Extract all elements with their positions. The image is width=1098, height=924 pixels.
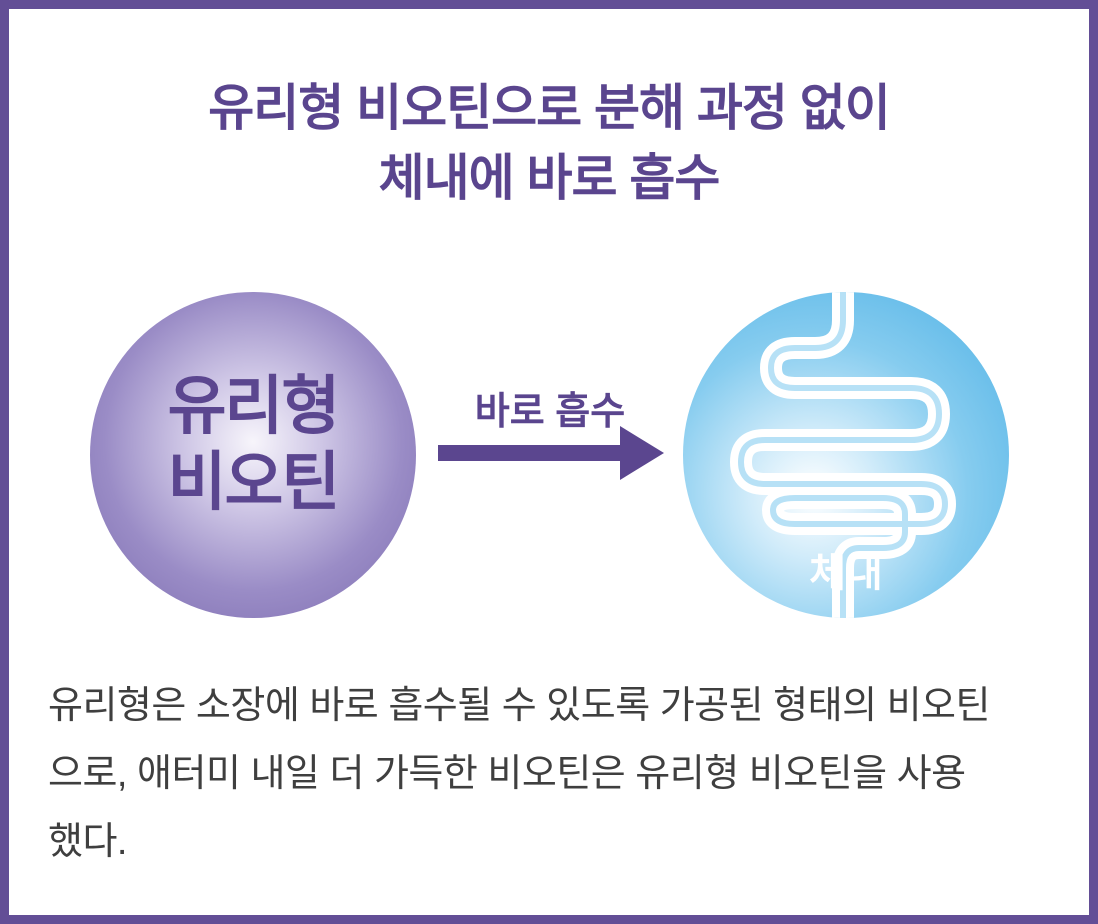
free-biotin-label: 유리형 비오틴: [90, 368, 416, 520]
right-arrow-icon: [438, 426, 664, 480]
intestine-icon: [730, 292, 956, 618]
headline-line-1: 유리형 비오틴으로 분해 과정 없이: [208, 80, 891, 136]
description-line-3: 했다.: [48, 821, 127, 863]
free-biotin-orb: [90, 292, 416, 618]
body-label: 체내: [809, 551, 883, 595]
description-line-2: 으로, 애터미 내일 더 가득한 비오틴은 유리형 비오틴을 사용: [48, 753, 966, 795]
free-biotin-label-line-1: 유리형: [167, 370, 341, 442]
direct-absorption-label: 바로 흡수: [474, 391, 626, 433]
description-text: 유리형은 소장에 바로 흡수될 수 있도록 가공된 형태의 비오틴 으로, 애터…: [48, 672, 1058, 876]
body-orb: [683, 292, 1009, 618]
description-line-1: 유리형은 소장에 바로 흡수될 수 있도록 가공된 형태의 비오틴: [48, 685, 990, 727]
headline-line-2: 체내에 바로 흡수: [378, 150, 721, 206]
free-biotin-label-line-2: 비오틴: [167, 446, 341, 518]
